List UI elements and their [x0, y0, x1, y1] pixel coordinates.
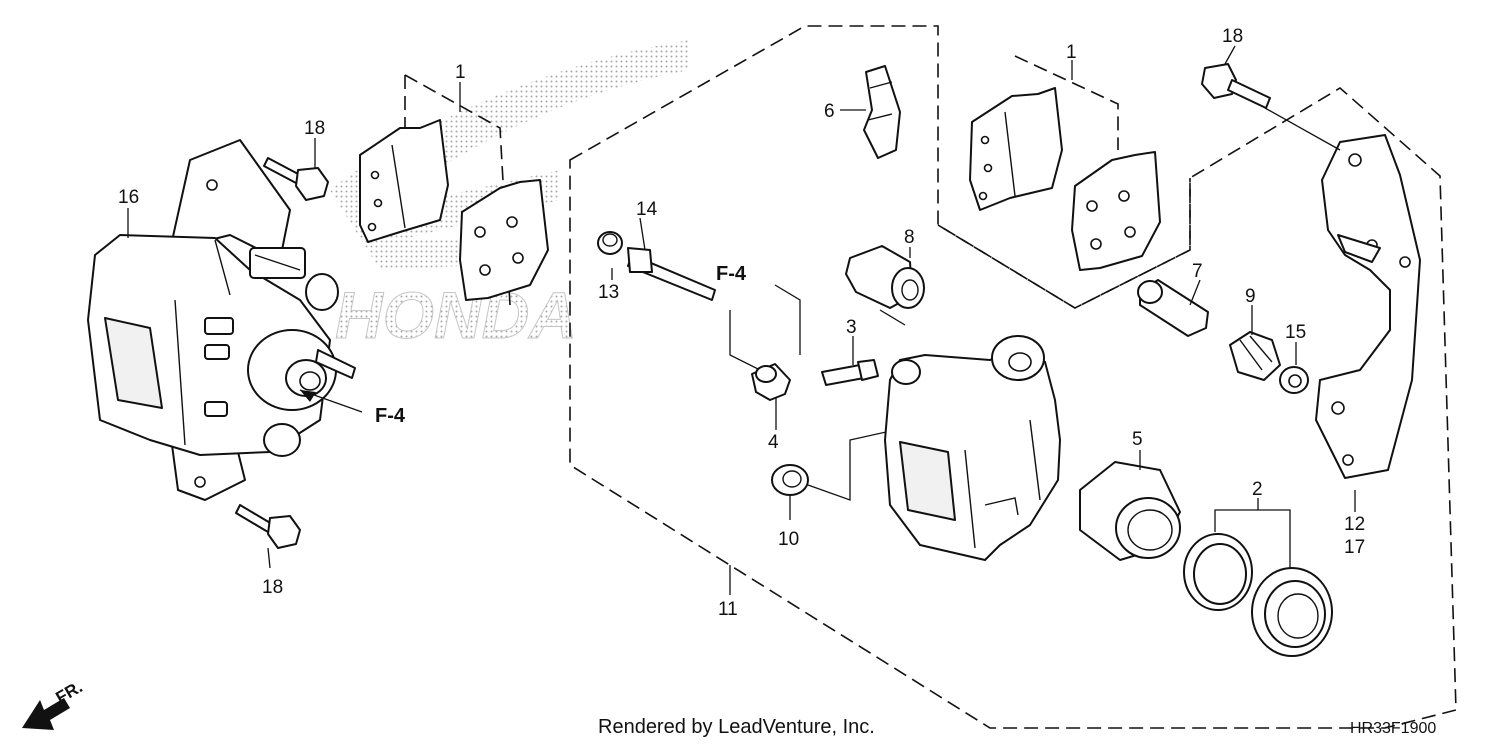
pad-set-frame-left	[404, 74, 511, 306]
direction-arrow-icon	[22, 698, 70, 730]
ref-f4-center: F-4	[716, 263, 747, 285]
ref-f4-left: F-4	[375, 405, 406, 427]
front-direction-indicator: FR.	[22, 677, 86, 730]
callout-10: 10	[778, 529, 799, 550]
callout-17: 17	[1344, 537, 1365, 558]
callout-8: 8	[904, 227, 915, 248]
callout-1-right: 1	[1066, 42, 1077, 63]
brake-pad-left-1	[359, 119, 449, 243]
callout-7: 7	[1192, 261, 1203, 282]
f4-arrow-left	[299, 389, 363, 413]
f4-lead-center	[729, 284, 801, 376]
callout-18-top-left: 18	[304, 118, 325, 139]
pad-set-frame-right	[937, 178, 1191, 309]
washer-15	[1279, 366, 1309, 394]
pad-spring-6	[863, 65, 901, 159]
piston-5	[1079, 461, 1181, 561]
bleeder-cap-4	[751, 363, 791, 401]
flange-bolt-top-left	[263, 157, 329, 201]
bleeder-valve-3	[821, 359, 879, 386]
caliper-body	[884, 335, 1061, 561]
diagram-code: HR33F1900	[1350, 720, 1436, 737]
callout-14: 14	[636, 199, 658, 220]
caliper-bracket-12	[1315, 134, 1421, 479]
pin-boot-9	[1229, 331, 1281, 381]
callout-4: 4	[768, 432, 779, 453]
callout-12: 12	[1344, 514, 1365, 535]
brake-pad-right-1	[969, 87, 1063, 211]
callout-3: 3	[846, 317, 857, 338]
flange-bolt-bottom	[235, 504, 301, 549]
caliper-assembly-frame	[569, 25, 1457, 729]
callout-15: 15	[1285, 322, 1306, 343]
plug-13	[597, 231, 623, 255]
callout-13: 13	[598, 282, 619, 303]
brake-pad-left-2	[459, 179, 549, 301]
callout-5: 5	[1132, 429, 1143, 450]
pin-boot-8	[845, 245, 925, 309]
rendered-by-credit: Rendered by LeadVenture, Inc.	[598, 716, 875, 738]
callout-18-top-right: 18	[1222, 26, 1243, 47]
flange-bolt-top-right	[1201, 63, 1271, 109]
rear-caliper-assembly	[87, 139, 356, 501]
callout-6: 6	[824, 101, 835, 122]
piston-seal-set-2	[1183, 533, 1333, 657]
leader-lines	[127, 45, 1356, 595]
callout-11: 11	[718, 599, 738, 620]
dust-boot-10	[771, 464, 809, 496]
slide-pin-14	[627, 247, 716, 301]
brake-pad-right-2	[1071, 151, 1161, 271]
callout-18-bottom: 18	[262, 577, 283, 598]
callout-9: 9	[1245, 286, 1256, 307]
callout-16: 16	[118, 187, 139, 208]
callout-1-left: 1	[455, 62, 466, 83]
callout-2: 2	[1252, 479, 1263, 500]
slide-pin-7	[1137, 279, 1209, 337]
honda-watermark-text: HONDA	[335, 278, 577, 352]
